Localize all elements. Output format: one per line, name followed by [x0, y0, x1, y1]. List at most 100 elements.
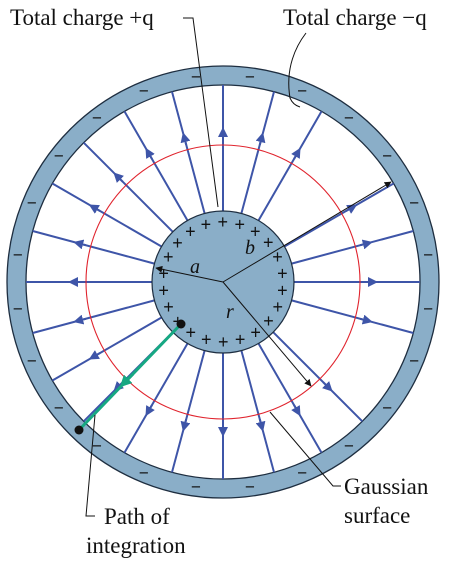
field-line [123, 342, 189, 454]
positive-charge: + [158, 264, 169, 284]
positive-charge: + [263, 311, 274, 331]
outer-charge-label: Total charge −q [283, 5, 427, 30]
negative-charge: − [191, 67, 201, 86]
field-line-arrow [145, 404, 155, 417]
path-label-line1: Path of [104, 504, 170, 529]
field-line [240, 91, 275, 214]
negative-charge: − [191, 478, 201, 497]
negative-charge: − [409, 193, 419, 212]
field-line [123, 110, 189, 222]
negative-charge: − [54, 399, 64, 418]
radius-r-label: r [226, 301, 234, 323]
negative-charge: − [409, 352, 419, 371]
field-line-arrow [345, 204, 358, 214]
negative-charge: − [423, 300, 433, 319]
field-line [32, 230, 155, 265]
field-line-arrow [291, 404, 301, 417]
field-line [240, 350, 275, 473]
field-line-arrow [113, 172, 124, 183]
negative-charge: − [382, 399, 392, 418]
field-line-arrow [145, 147, 155, 160]
field-line-arrow [73, 239, 87, 250]
radius-a-label: a [190, 256, 200, 278]
radius-b-line [222, 181, 392, 283]
field-line [291, 299, 414, 334]
positive-charge: + [185, 323, 196, 343]
field-line-arrow [88, 350, 101, 360]
gaussian-label-line1: Gaussian [344, 474, 429, 499]
radius-r-line [222, 281, 312, 387]
path-label-line2: integration [86, 533, 186, 558]
negative-charge: − [139, 81, 149, 100]
negative-charge: − [27, 352, 37, 371]
outer-charge-leader [288, 32, 307, 108]
negative-charge: − [54, 147, 64, 166]
integration-start-point [176, 319, 186, 329]
negative-charge: − [423, 246, 433, 265]
gaussian-surface-circle [85, 144, 361, 420]
positive-charge: + [172, 233, 183, 253]
field-line [171, 350, 206, 473]
field-line-arrow [180, 132, 191, 146]
negative-charge: − [92, 108, 102, 127]
integration-end-point [74, 425, 84, 435]
negative-charge: − [245, 478, 255, 497]
positive-charge: + [163, 247, 174, 267]
positive-charge: + [218, 212, 229, 232]
integration-path-arrow [119, 372, 135, 388]
field-line [283, 182, 395, 248]
positive-charge: + [201, 215, 212, 235]
radius-b-label: b [245, 237, 255, 259]
positive-charge: + [277, 263, 288, 283]
field-line-arrow [255, 418, 266, 432]
positive-charge: + [272, 247, 283, 267]
negative-charges: −−−−−−−−−−−−−−−−−−−−−−−− [13, 67, 433, 496]
positive-charge: + [235, 330, 246, 350]
positive-charge: + [163, 297, 174, 317]
positive-charge: + [272, 297, 283, 317]
field-line [82, 141, 174, 233]
field-line-arrow [255, 132, 266, 146]
field-line-arrow [180, 418, 191, 432]
negative-charge: − [139, 464, 149, 483]
positive-charge: + [218, 332, 229, 352]
negative-charge: − [344, 437, 354, 456]
field-line-arrow [73, 314, 87, 325]
field-line [257, 110, 323, 222]
inner-charge-label: Total charge +q [10, 5, 154, 30]
electric-field-lines [26, 85, 420, 479]
field-line [51, 316, 163, 382]
positive-charges: ++++++++++++++++++++++ [158, 212, 287, 352]
negative-charge: − [13, 300, 23, 319]
positive-charge: + [250, 322, 261, 342]
field-line-arrow [359, 314, 373, 325]
field-line-arrow [359, 239, 373, 250]
negative-charge: − [297, 81, 307, 100]
gaussian-surface-leader [269, 411, 341, 487]
negative-charge: − [13, 246, 23, 265]
field-line [272, 331, 364, 423]
field-line [291, 230, 414, 265]
positive-charge: + [263, 233, 274, 253]
negative-charge: − [344, 108, 354, 127]
negative-charge: − [297, 464, 307, 483]
field-line-arrow [291, 147, 301, 160]
field-line [257, 342, 323, 454]
integration-path-leader [85, 414, 96, 517]
field-line [51, 182, 163, 248]
positive-charge: + [185, 222, 196, 242]
positive-charge: + [277, 280, 288, 300]
field-line-arrow [88, 204, 101, 214]
radius-a-line [155, 265, 224, 283]
field-line-arrow [322, 381, 333, 392]
negative-charge: − [92, 437, 102, 456]
positive-charge: + [201, 330, 212, 350]
field-line [171, 91, 206, 214]
field-line [32, 299, 155, 334]
inner-charge-leader [183, 17, 219, 208]
gaussian-label-line2: surface [344, 503, 410, 528]
positive-charge: + [158, 281, 169, 301]
negative-charge: − [27, 193, 37, 212]
negative-charge: − [245, 67, 255, 86]
